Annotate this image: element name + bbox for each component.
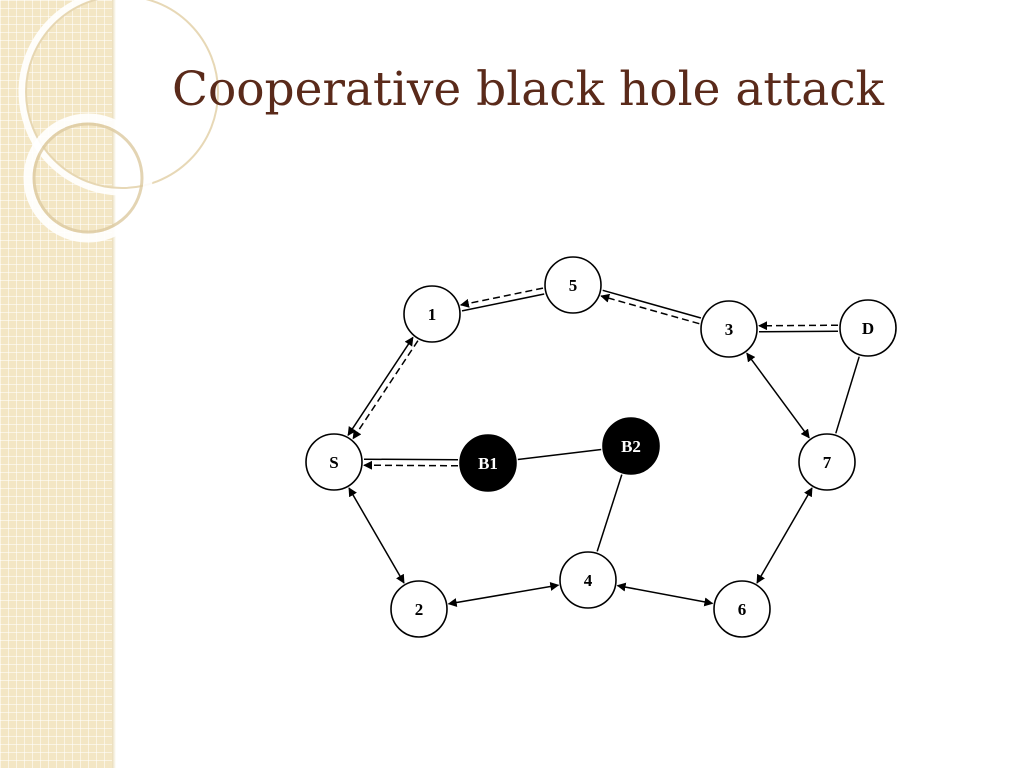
node-circle-b1	[459, 434, 517, 492]
node-6: 6	[713, 580, 771, 638]
node-label-4: 4	[584, 571, 593, 590]
deco-ring-small	[23, 113, 153, 243]
node-circle-7	[798, 433, 856, 491]
edge-6-4	[616, 582, 714, 607]
edge-b1-b2	[517, 448, 602, 461]
edge-b2-4	[596, 474, 623, 552]
node-circle-1	[403, 285, 461, 343]
deco-ring-large	[18, 0, 226, 196]
edge-1-s-dashed	[352, 340, 419, 440]
sidebar-edge	[112, 0, 116, 768]
node-circle-5	[544, 256, 602, 314]
edge-4-2	[447, 582, 560, 607]
node-b1: B1	[459, 434, 517, 492]
node-label-1: 1	[428, 305, 437, 324]
edge-3-7	[746, 352, 810, 439]
node-label-s: S	[329, 453, 338, 472]
edge-3-5-dashed	[600, 293, 700, 325]
slide-title: Cooperative black hole attack	[172, 62, 885, 117]
edge-7-6	[756, 487, 813, 584]
decorative-rings	[18, 0, 226, 243]
node-3: 3	[700, 300, 758, 358]
node-circle-s	[305, 433, 363, 491]
node-label-b1: B1	[478, 454, 498, 473]
edge-d-7	[835, 356, 860, 434]
node-circle-d	[839, 299, 897, 357]
edge-5-1	[461, 293, 545, 312]
node-5: 5	[544, 256, 602, 314]
node-7: 7	[798, 433, 856, 491]
node-label-7: 7	[823, 453, 832, 472]
node-label-6: 6	[738, 600, 747, 619]
deco-ring-large-shadow	[25, 0, 219, 189]
edge-d-3-dashed	[758, 321, 839, 331]
node-circle-6	[713, 580, 771, 638]
node-label-2: 2	[415, 600, 424, 619]
edges-layer	[347, 287, 860, 607]
node-circle-b2	[602, 417, 660, 475]
edge-d-3	[758, 330, 839, 333]
nodes-layer: S 1 5 3 D 7 6 4 2 B1 B2	[305, 256, 897, 638]
edge-5-1-dashed	[459, 287, 544, 308]
node-label-b2: B2	[621, 437, 641, 456]
node-label-3: 3	[725, 320, 734, 339]
node-label-d: D	[862, 319, 874, 338]
edge-b1-s	[363, 458, 459, 461]
node-b2: B2	[602, 417, 660, 475]
node-circle-2	[390, 580, 448, 638]
edge-3-5	[602, 289, 702, 319]
node-2: 2	[390, 580, 448, 638]
edge-2-s	[348, 487, 405, 584]
deco-ring-small-shadow	[32, 122, 144, 234]
node-4: 4	[559, 551, 617, 609]
node-circle-3	[700, 300, 758, 358]
node-d: D	[839, 299, 897, 357]
edge-b1-s-dashed	[363, 460, 459, 470]
node-circle-4	[559, 551, 617, 609]
node-label-5: 5	[569, 276, 578, 295]
node-s: S	[305, 433, 363, 491]
edge-s-1	[347, 336, 414, 437]
node-1: 1	[403, 285, 461, 343]
